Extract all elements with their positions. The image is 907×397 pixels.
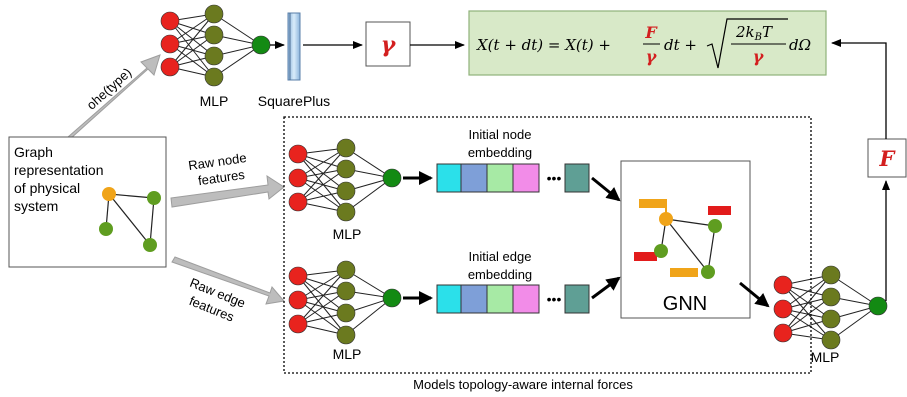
force-box (867, 138, 907, 178)
mlp-hidden-neuron (336, 281, 356, 301)
mlp-input-neuron (288, 168, 308, 188)
equation-tail: dΩ (789, 36, 811, 54)
gnn-node (701, 265, 715, 279)
gamma-box (365, 21, 411, 67)
gnn-node (708, 219, 722, 233)
edge-embedding-vector: ••• (436, 284, 590, 314)
embedding-ellipsis: ••• (547, 291, 562, 307)
equation-dt: dt + (664, 36, 697, 54)
graph-node-orange (102, 187, 116, 201)
mlp-hidden-neuron (204, 67, 224, 87)
mlp-output-neuron (868, 296, 888, 316)
gnn-label: GNN (663, 293, 707, 315)
graph-title-line4: system (14, 198, 58, 214)
mlp-top-label: MLP (200, 93, 229, 109)
equation-frac-num: F (644, 23, 658, 42)
mlp-hidden-neuron (821, 287, 841, 307)
mlp-input-neuron (288, 290, 308, 310)
mlp-node-label: MLP (333, 226, 362, 242)
squareplus-label: SquarePlus (258, 93, 330, 109)
initial-edge-label-line2: embedding (468, 267, 532, 282)
mlp-hidden-neuron (204, 4, 224, 24)
mlp-hidden-neuron (336, 138, 356, 158)
graph-node (147, 191, 161, 205)
mlp-input-neuron (160, 57, 180, 77)
force-bar (708, 206, 731, 215)
graph-title-line3: of physical (14, 180, 80, 196)
mlp-input-neuron (160, 34, 180, 54)
mlp-type-network (160, 4, 271, 87)
gnn-node (654, 244, 668, 258)
mlp-hidden-neuron (336, 260, 356, 280)
mlp-hidden-neuron (336, 202, 356, 222)
mlp-force-network (773, 265, 888, 350)
mlp-output-neuron (251, 35, 271, 55)
mlp-input-neuron (773, 275, 793, 295)
mlp-node-network (288, 138, 402, 222)
equation-frac-den: γ (646, 47, 658, 66)
arrow-edge-to-gnn (591, 276, 621, 300)
gnn-box (620, 160, 751, 319)
force-bar (634, 252, 657, 261)
force-symbol: F (879, 146, 897, 171)
arrow-node-to-gnn (591, 176, 621, 202)
mlp-right-label: MLP (811, 349, 840, 365)
squareplus-block (287, 12, 301, 81)
mlp-input-neuron (288, 144, 308, 164)
mlp-hidden-neuron (336, 181, 356, 201)
mlp-edge-network (288, 260, 402, 345)
equation-box (468, 10, 827, 76)
mlp-hidden-neuron (336, 159, 356, 179)
internal-forces-region (283, 116, 812, 374)
mlp-hidden-neuron (204, 25, 224, 45)
mlp-input-neuron (160, 11, 180, 31)
raw-edge-features-arrow (171, 256, 285, 305)
mlp-hidden-neuron (821, 330, 841, 350)
initial-node-label-line2: embedding (468, 145, 532, 160)
arrow-gnn-to-mlp (739, 281, 770, 308)
graph-node (143, 238, 157, 252)
arrow-force-to-equation (831, 39, 887, 139)
mlp-hidden-neuron (204, 46, 224, 66)
graph-title-line2: representation (14, 162, 104, 178)
mlp-edge-label: MLP (333, 346, 362, 362)
mlp-output-neuron (382, 288, 402, 308)
mlp-hidden-neuron (821, 309, 841, 329)
equation-lhs: X(t + dt) = X(t) + (476, 36, 611, 54)
ohe-type-arrow (67, 54, 161, 140)
mlp-hidden-neuron (336, 325, 356, 345)
physical-system-graph (99, 187, 161, 252)
mlp-hidden-neuron (336, 303, 356, 323)
initial-node-label-line1: Initial node (469, 127, 532, 142)
graph-representation-box (8, 136, 167, 268)
internal-forces-caption: Models topology-aware internal forces (413, 377, 633, 392)
equation-sqrt-num: 2kBT (735, 23, 773, 43)
raw-node-features-arrow (170, 175, 285, 208)
raw-node-label-line2: features (197, 167, 246, 188)
force-bar (670, 268, 698, 277)
gnn-node-orange (659, 212, 673, 226)
mlp-hidden-neuron (821, 265, 841, 285)
force-bar (639, 199, 667, 208)
equation-sqrt-den: γ (753, 47, 765, 66)
graph-node (99, 222, 113, 236)
langevin-equation: X(t + dt) = X(t) + F γ dt + 2kBT γ dΩ (476, 18, 811, 69)
mlp-input-neuron (288, 314, 308, 334)
equation-sqrt (706, 18, 788, 69)
embedding-ellipsis: ••• (547, 170, 562, 186)
gnn-graph-illustration (634, 199, 731, 279)
mlp-output-neuron (382, 168, 402, 188)
mlp-input-neuron (773, 323, 793, 343)
gamma-symbol: γ (381, 32, 397, 58)
graph-title-line1: Graph (14, 144, 53, 160)
node-embedding-vector: ••• (436, 163, 590, 193)
initial-edge-label-line1: Initial edge (469, 249, 532, 264)
mlp-input-neuron (288, 266, 308, 286)
mlp-input-neuron (288, 192, 308, 212)
mlp-input-neuron (773, 299, 793, 319)
